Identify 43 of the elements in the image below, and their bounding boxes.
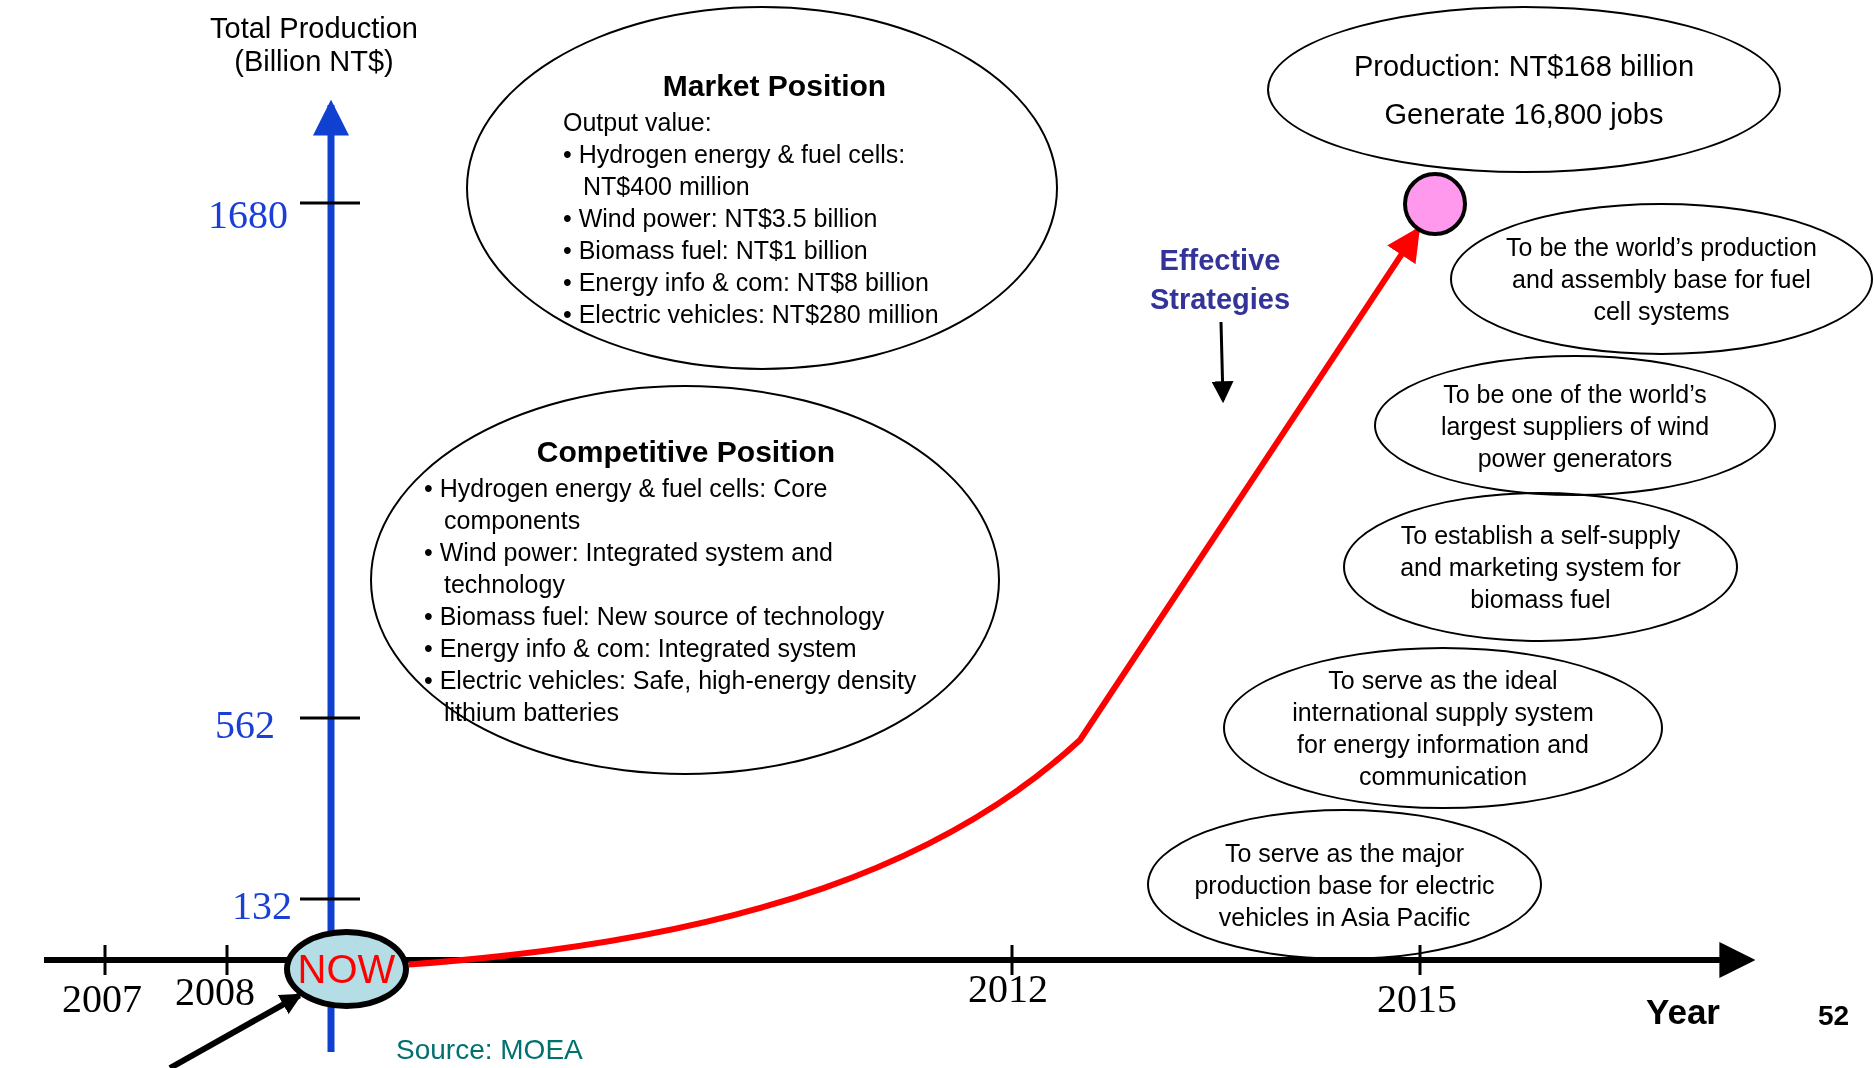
bullet-item: • Hydrogen energy & fuel cells: NT$400 million	[563, 139, 907, 202]
bullet-item: • Energy info & com: NT$8 billion	[563, 267, 930, 298]
tick-label: 562	[215, 702, 275, 748]
ellipse-text: Output value:	[563, 107, 713, 138]
bullet-item: • Energy info & com: Integrated system	[424, 633, 858, 664]
year-label: 2007	[62, 976, 142, 1022]
callout-ellipse	[1267, 6, 1781, 173]
growth-curve	[408, 226, 1421, 968]
ellipse-text: To be one of the world’s largest suppliers of wind power generators	[1439, 378, 1711, 474]
source-note: Source: MOEA	[396, 1034, 583, 1067]
ellipse-heading: Competitive Position	[535, 434, 837, 470]
ellipse-text: Generate 16,800 jobs	[1383, 96, 1665, 132]
ellipse-text: Production: NT$168 billion	[1352, 48, 1696, 84]
ellipse-heading: Market Position	[661, 68, 888, 104]
goal-ellipse	[1343, 492, 1738, 642]
ellipse-text: To be the world’s production and assembly base for fuel cell systems	[1505, 232, 1818, 327]
ellipse-text: To serve as the ideal international supply system for energy information and communication	[1291, 665, 1595, 792]
goal-ellipse	[1223, 647, 1663, 809]
goal-ellipse	[1450, 203, 1873, 355]
bullet-item: • Biomass fuel: NT$1 billion	[563, 235, 869, 266]
axis-title: Total Production (Billion NT$)	[209, 12, 419, 79]
tick-label: 1680	[208, 192, 288, 238]
year-label: 2015	[1377, 976, 1457, 1022]
now-label: NOW	[297, 947, 396, 991]
goal-ellipse	[1374, 355, 1776, 496]
callout-ellipse	[466, 6, 1058, 370]
goal-ellipse	[1147, 809, 1542, 960]
page-number: 52	[1818, 1000, 1850, 1033]
callout-ellipse	[370, 385, 1000, 775]
bullet-item: • Hydrogen energy & fuel cells: Core components	[424, 473, 829, 536]
target-circle	[1403, 172, 1467, 236]
bullet-item: • Biomass fuel: New source of technology	[424, 601, 886, 632]
bullet-item: • Wind power: Integrated system and technology	[424, 537, 834, 600]
tick-label: 132	[232, 883, 292, 929]
axis-title: Year	[1646, 992, 1720, 1033]
strategy-label: Effective Strategies	[1148, 243, 1292, 317]
year-label: 2012	[968, 966, 1048, 1012]
arrow	[1211, 321, 1234, 404]
ellipse-text: To serve as the major production base for electric vehicles in Asia Pacific	[1193, 837, 1496, 933]
bullet-item: • Electric vehicles: NT$280 million	[563, 299, 940, 330]
bullet-item: • Wind power: NT$3.5 billion	[563, 203, 879, 234]
year-label: 2008	[175, 972, 255, 1012]
ellipse-text: To establish a self-supply and marketing system for biomass fuel	[1399, 520, 1682, 615]
